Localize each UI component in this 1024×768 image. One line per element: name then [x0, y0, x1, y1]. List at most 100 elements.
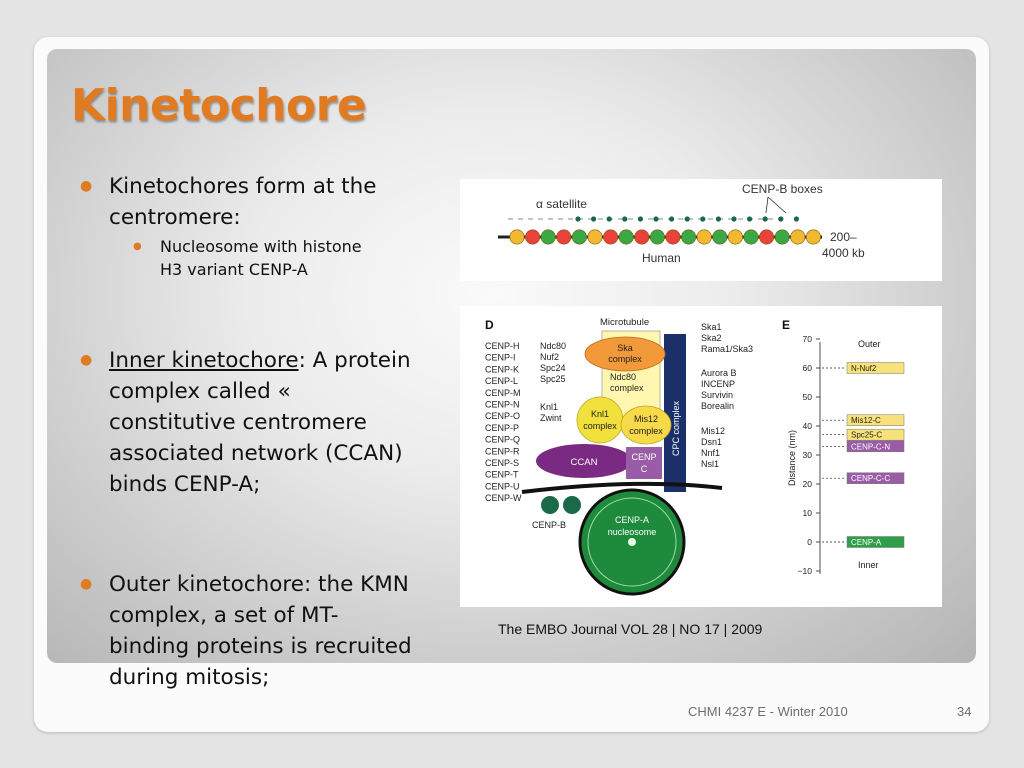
cenp-b-pointer [767, 196, 787, 214]
satellite-bead [603, 229, 619, 245]
nucleosome-inner-ring [587, 497, 677, 587]
bullet-2-body: : A protein complex called « constitutiv… [109, 348, 411, 497]
axis-tick-label: 50 [803, 392, 813, 402]
cenp-b-box-dot [637, 216, 643, 222]
ccan-list-item: CENP-K [485, 364, 519, 374]
axis-tick-label: 60 [803, 363, 813, 373]
cpc-list-item: Aurora B [701, 368, 737, 378]
mis12-list-item: Nsl1 [701, 459, 719, 469]
bullet-icon: ● [80, 178, 93, 194]
distance-marker-label: N-Nuf2 [851, 364, 877, 373]
cenp-b-box-dot [575, 216, 581, 222]
satellite-bead [509, 229, 525, 245]
alpha-satellite-diagram: α satellite CENP-B boxes Human 200– 4000… [498, 182, 865, 265]
cenp-b-box-dot [715, 216, 721, 222]
ccan-list-item: CENP-L [485, 376, 518, 386]
kinetochore-diagram: D E Microtubule CENP-HCENP-ICENP-KCENP-L… [485, 317, 905, 596]
ndc80-list-item: Ndc80 [540, 341, 566, 351]
distance-marker-box [846, 472, 905, 484]
cenp-b-box-dot [793, 216, 799, 222]
bullet-3: ● Outer kinetochore: the KMN complex, a … [80, 569, 415, 693]
cenp-b-box-dot [731, 216, 737, 222]
ccan-list-item: CENP-S [485, 458, 519, 468]
ccan-shape [536, 444, 632, 478]
cenp-b-pointer [765, 196, 769, 214]
distance-marker-box [846, 440, 905, 453]
satellite-bead [618, 229, 634, 245]
cenp-b-box-dot [700, 216, 706, 222]
dna-curve [521, 481, 723, 494]
distance-marker-box [846, 362, 905, 374]
ndc80-complex-label-2: complex [610, 383, 644, 393]
cenp-b-protein [541, 496, 559, 514]
panel-e-label: E [782, 318, 790, 332]
nucleosome-center [628, 538, 636, 546]
mis12-list-item: Nnf1 [701, 448, 720, 458]
ska-list-item: Ska1 [701, 322, 722, 332]
cenp-c-box [626, 447, 662, 479]
mis12-list-item: Dsn1 [701, 437, 722, 447]
ndc80-list-item: Spc24 [540, 363, 566, 373]
ccan-list-item: CENP-T [485, 470, 519, 480]
satellite-bead [587, 229, 603, 245]
cpc-list-item: INCENP [701, 379, 735, 389]
satellite-bead [712, 229, 728, 245]
satellite-bead [774, 229, 790, 245]
slide-footer: CHMI 4237 E - Winter 2010 [688, 704, 848, 719]
knl1-complex-shape [576, 396, 624, 444]
cenp-b-box-dot [762, 216, 768, 222]
inner-kinetochore-term: Inner kinetochore [109, 348, 299, 373]
ccan-list-item: CENP-P [485, 423, 519, 433]
axis-tick-label: 10 [803, 508, 813, 518]
distance-marker-box [846, 428, 905, 441]
satellite-bead [790, 229, 806, 245]
distance-marker-box [846, 536, 905, 548]
slide-title: Kinetochore [71, 80, 367, 131]
distance-marker-label: CENP-C-N [851, 442, 890, 451]
satellite-bead [525, 229, 541, 245]
cenp-a-nucleosome-label-2: nucleosome [608, 527, 657, 537]
cenp-b-box-dot [653, 216, 659, 222]
size-label-1: 200– [830, 230, 857, 244]
ccan-list-item: CENP-O [485, 411, 520, 421]
distance-marker-label: Spc25-C [851, 431, 882, 440]
axis-tick-label: −10 [798, 566, 813, 576]
satellite-beads [509, 229, 821, 245]
ccan-list-item: CENP-N [485, 400, 520, 410]
axis-tick-label: 70 [803, 334, 813, 344]
satellite-bead [696, 229, 712, 245]
outer-label: Outer [858, 339, 881, 349]
satellite-bead [634, 229, 650, 245]
panel-d-label: D [485, 318, 494, 332]
satellite-bead [727, 229, 743, 245]
ska-list-item: Ska2 [701, 333, 722, 343]
satellite-bead [759, 229, 775, 245]
bullet-icon: ● [80, 576, 93, 592]
satellite-bead [805, 229, 821, 245]
ska-list-item: Rama1/Ska3 [701, 344, 753, 354]
ccan-list-item: CENP-U [485, 481, 520, 491]
ccan-list-item: CENP-I [485, 353, 516, 363]
knl1-list-item: Knl1 [540, 402, 558, 412]
distance-axis-label: Distance (nm) [787, 430, 797, 486]
figure-caption: The EMBO Journal VOL 28 | NO 17 | 2009 [498, 621, 763, 637]
human-label: Human [642, 251, 681, 265]
distance-marker-label: CENP-C-C [851, 474, 890, 483]
mis12-complex-shape [620, 405, 672, 445]
cpc-list-item: Borealin [701, 401, 734, 411]
satellite-bead [665, 229, 681, 245]
distance-marker-label: CENP-A [851, 538, 882, 547]
bullet-2: ● Inner kinetochore: A protein complex c… [80, 345, 415, 500]
axis-tick-label: 0 [807, 537, 812, 547]
distance-marker-label: Mis12-C [851, 416, 881, 425]
cpc-complex-bar [664, 334, 686, 492]
ccan-list-item: CENP-H [485, 341, 520, 351]
axis-tick-label: 40 [803, 421, 813, 431]
bullet-icon: ● [80, 352, 93, 368]
ska-complex-label-1: Ska [617, 343, 633, 353]
